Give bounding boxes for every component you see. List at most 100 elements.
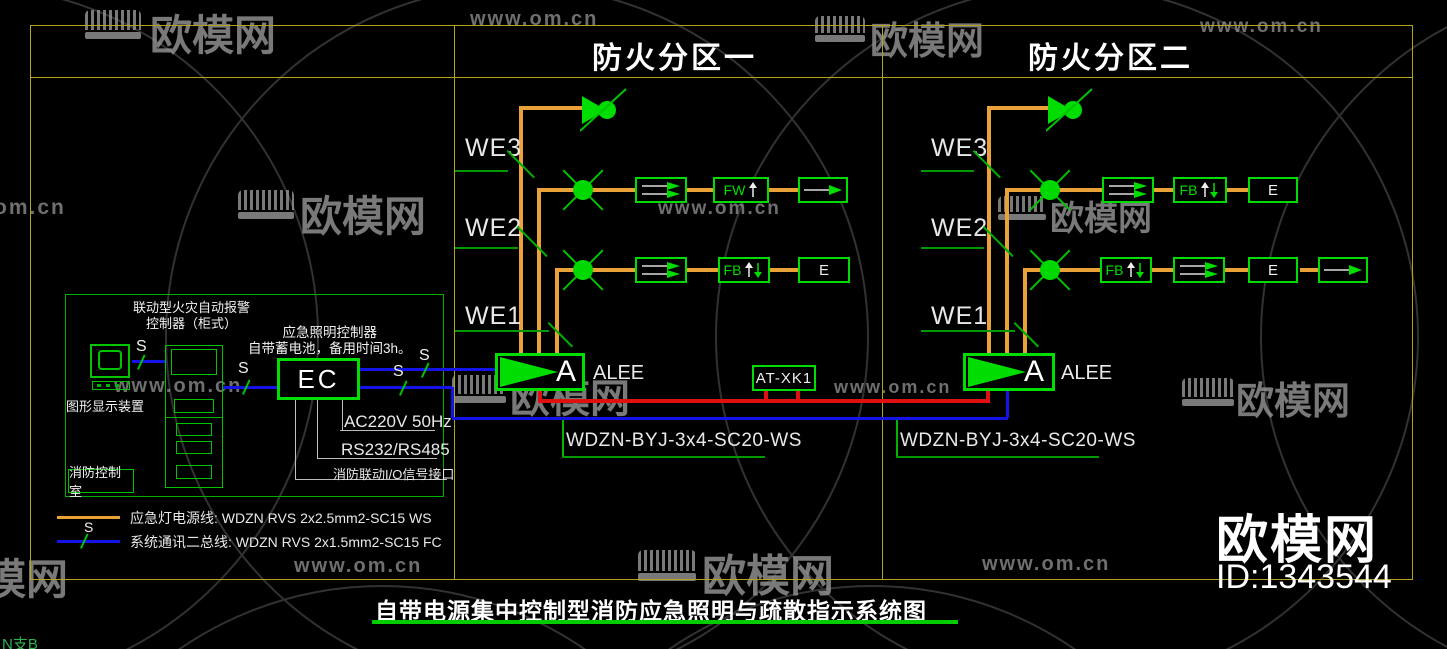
title-underline <box>372 620 958 624</box>
e-label: E <box>1267 181 1278 199</box>
zone-divider-line <box>454 25 455 580</box>
we3-underline <box>921 170 974 172</box>
power-riser-we2 <box>537 188 541 353</box>
ac-power-label: AC220V 50Hz <box>344 412 452 431</box>
exit-sign-e: E <box>1248 177 1298 203</box>
keyboard-key <box>106 384 110 387</box>
we3-underline <box>455 170 508 172</box>
site-logo-text: 欧模网 <box>1216 512 1379 570</box>
alee-name-label: ALEE <box>1061 362 1113 384</box>
exit-sign-single-arrow <box>798 177 848 203</box>
fb-sign: FB <box>1173 177 1227 203</box>
exit-sign-double-arrow <box>1102 177 1154 203</box>
legend-power-label: 应急灯电源线: WDZN RVS 2x2.5mm2-SC15 WS <box>130 510 432 526</box>
power-wire <box>687 268 718 272</box>
up-down-arrow-icon <box>1201 182 1219 198</box>
site-logo-id: ID:1343544 <box>1216 558 1392 596</box>
we1-underline <box>455 330 549 332</box>
power-wire <box>1227 188 1248 192</box>
bus-s-label: S <box>419 347 430 364</box>
url-watermark: www.om.cn <box>1200 16 1323 37</box>
power-wire <box>769 188 798 192</box>
power-trunk-wire <box>538 391 542 400</box>
monitor-icon <box>90 344 130 378</box>
rs-interface-label: RS232/RS485 <box>341 440 450 459</box>
drawing-border <box>30 25 1413 580</box>
power-wire <box>770 268 798 272</box>
power-trunk-wire <box>764 391 768 400</box>
fb-label: FB <box>1179 182 1198 198</box>
brand-watermark: 欧模网 <box>150 12 277 59</box>
up-arrow-icon <box>749 182 758 197</box>
interface-stub <box>295 400 296 480</box>
ec-controller-box: EC <box>277 358 360 400</box>
bus-wire <box>132 360 165 363</box>
we1-underline <box>921 330 1015 332</box>
alee-triangle-icon <box>500 357 558 387</box>
url-watermark: www.om.cn <box>658 198 781 219</box>
double-arrow-icon <box>642 262 680 278</box>
cabinet-divider <box>165 417 223 418</box>
bus-s-label: S <box>238 360 249 377</box>
ec-label: EC <box>297 363 340 394</box>
alarm-controller-line2: 控制器（柜式） <box>146 316 238 331</box>
emergency-lamp-icon <box>1040 260 1060 280</box>
fb-label: FB <box>1105 262 1124 278</box>
watermark-circle <box>0 0 319 649</box>
control-room-tag: 消防控制室 <box>68 465 134 499</box>
right-arrow-icon <box>1324 265 1362 275</box>
power-wire <box>1154 188 1173 192</box>
sofa-watermark-icon <box>85 10 141 44</box>
exit-sign-double-arrow <box>635 177 687 203</box>
power-riser-we1 <box>555 268 559 353</box>
bus-wire <box>1006 391 1009 418</box>
we2-underline <box>921 247 984 249</box>
emergency-lamp-icon <box>573 260 593 280</box>
alarm-controller-label: 联动型火灾自动报警 控制器（柜式） <box>133 300 250 332</box>
ec-note-line2: 自带蓄电池，备用时间3h。 <box>248 341 412 356</box>
power-wire <box>1300 268 1318 272</box>
display-device-label: 图形显示装置 <box>66 399 145 414</box>
double-arrow-icon <box>1180 262 1218 278</box>
alee-triangle-icon <box>968 357 1026 387</box>
legend-power-line-sample <box>57 516 120 519</box>
power-riser-we2 <box>1005 188 1009 353</box>
brand-watermark: 欧模网 <box>870 21 985 63</box>
fw-sign: FW <box>713 177 769 203</box>
cabinet-panel <box>176 465 212 479</box>
zone1-header: 防火分区一 <box>592 42 757 75</box>
ec-note-line1: 应急照明控制器 <box>282 325 378 340</box>
up-down-arrow-icon <box>745 262 763 278</box>
zone-divider-line <box>882 25 883 580</box>
control-room-boundary <box>65 294 444 497</box>
alee-name-label: ALEE <box>593 362 645 384</box>
interface-stub <box>342 400 343 431</box>
power-wire <box>1023 268 1100 272</box>
exit-sign-double-arrow <box>635 257 687 283</box>
zone2-header: 防火分区二 <box>1028 42 1193 75</box>
emergency-lamp-icon <box>1040 180 1060 200</box>
power-trunk-wire <box>796 391 800 400</box>
power-wire <box>1152 268 1173 272</box>
bus-trunk-wire <box>452 417 1008 420</box>
legend-bus-line-sample <box>57 540 120 543</box>
alarm-controller-line1: 联动型火灾自动报警 <box>133 300 251 315</box>
double-arrow-icon <box>1109 182 1147 198</box>
sofa-watermark-icon <box>1182 378 1234 410</box>
keyboard-key <box>115 384 119 387</box>
interface-underline <box>340 430 435 431</box>
sofa-watermark-icon <box>998 196 1046 224</box>
alee-a-label: A <box>1024 355 1045 388</box>
bus-wire <box>360 386 452 389</box>
cabinet-panel <box>171 349 217 375</box>
power-wire <box>687 188 713 192</box>
bus-wire <box>451 387 454 418</box>
trunk-underline <box>562 456 765 458</box>
legend-bus-label: 系统通讯二总线: WDZN RVS 2x1.5mm2-SC15 FC <box>130 534 442 550</box>
power-wire <box>519 106 587 110</box>
interface-underline <box>295 479 447 480</box>
trunk-leader <box>896 420 898 456</box>
monitor-screen <box>98 350 122 370</box>
we2-label: WE2 <box>465 214 523 242</box>
we2-label: WE2 <box>931 214 989 242</box>
